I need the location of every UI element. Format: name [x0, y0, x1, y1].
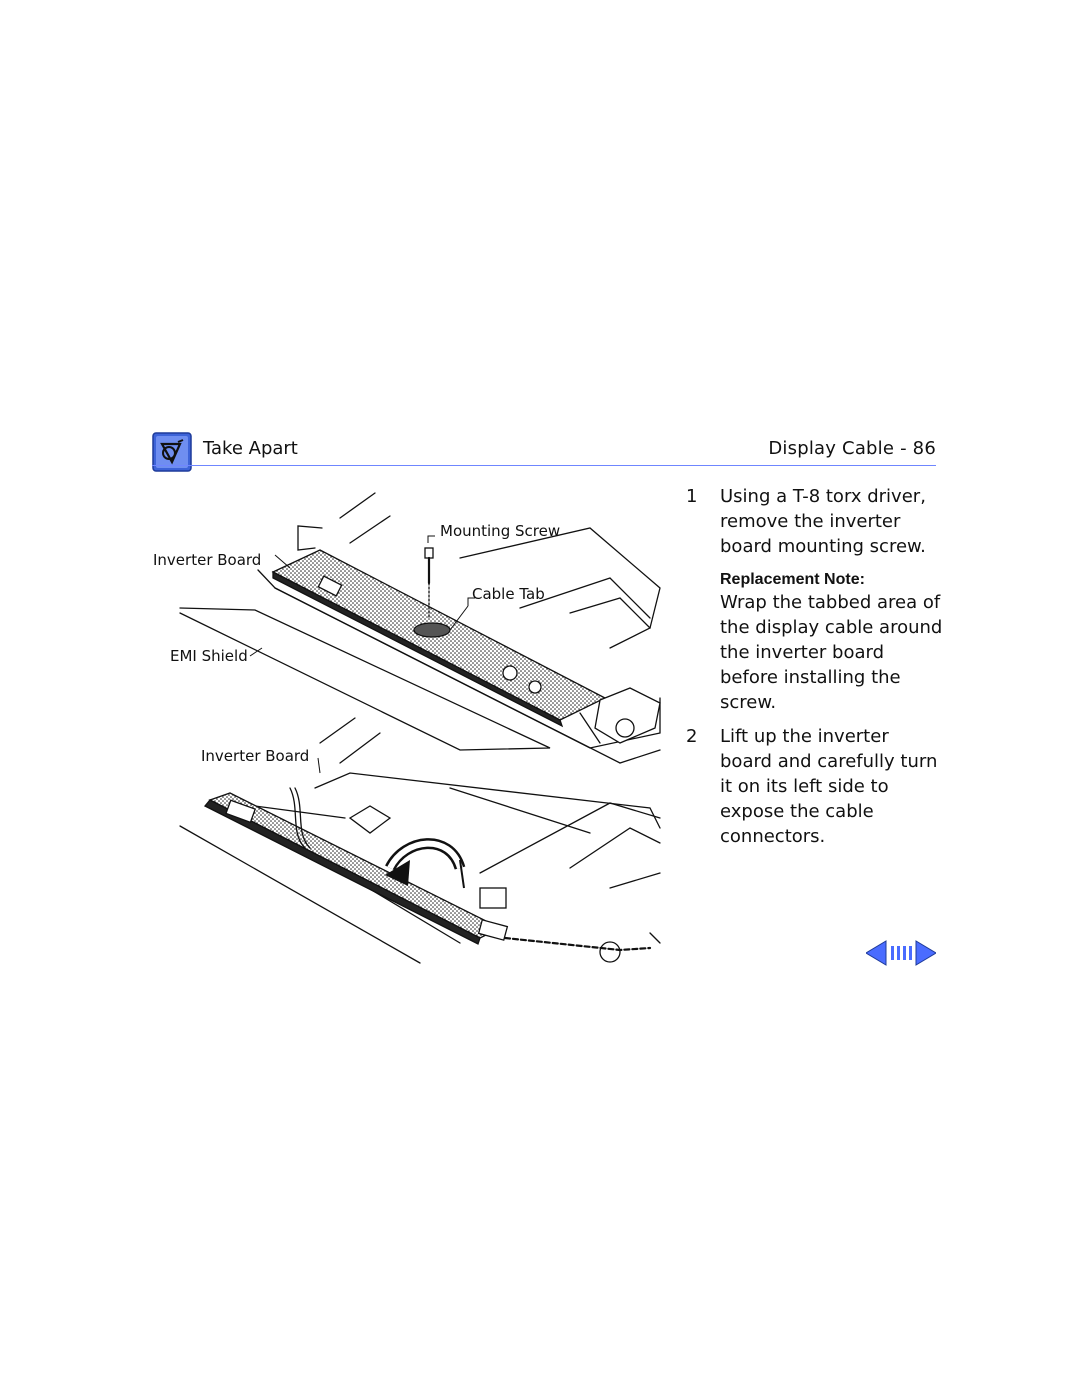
page-index-icon[interactable]	[891, 946, 912, 960]
step-number: 1	[686, 486, 698, 507]
step-text: Lift up the inverter board and carefully…	[720, 726, 938, 847]
step-number: 2	[686, 726, 698, 748]
previous-page-arrow-icon[interactable]	[865, 940, 887, 966]
page-header: Take Apart Display Cable - 86	[152, 432, 936, 472]
step-2: 2 Lift up the inverter board and careful…	[686, 725, 946, 849]
next-page-arrow-icon[interactable]	[915, 940, 937, 966]
callout-inverter-board-top: Inverter Board	[153, 551, 262, 569]
callout-inverter-board-bottom: Inverter Board	[201, 747, 310, 765]
replacement-note-heading: Replacement Note:	[720, 571, 865, 589]
page-title: Display Cable - 86	[768, 438, 936, 459]
step-1: 1 Using a T-8 torx driver, remove the in…	[686, 485, 946, 715]
page-navigation	[865, 940, 937, 966]
callout-emi-shield: EMI Shield	[170, 647, 248, 665]
inverter-board-illustration: Mounting Screw Inverter Board Cable Tab …	[150, 488, 670, 968]
header-divider	[152, 465, 936, 466]
callout-cable-tab: Cable Tab	[472, 585, 545, 603]
section-title: Take Apart	[203, 438, 298, 459]
replacement-note-text: Wrap the tabbed area of the display cabl…	[720, 592, 943, 713]
procedure-steps: 1 Using a T-8 torx driver, remove the in…	[686, 485, 946, 849]
exploded-view-drawing	[179, 492, 661, 964]
apple-wrench-icon[interactable]	[152, 432, 192, 472]
callout-mounting-screw: Mounting Screw	[440, 522, 561, 540]
step-text: Using a T-8 torx driver, remove the inve…	[720, 486, 926, 557]
